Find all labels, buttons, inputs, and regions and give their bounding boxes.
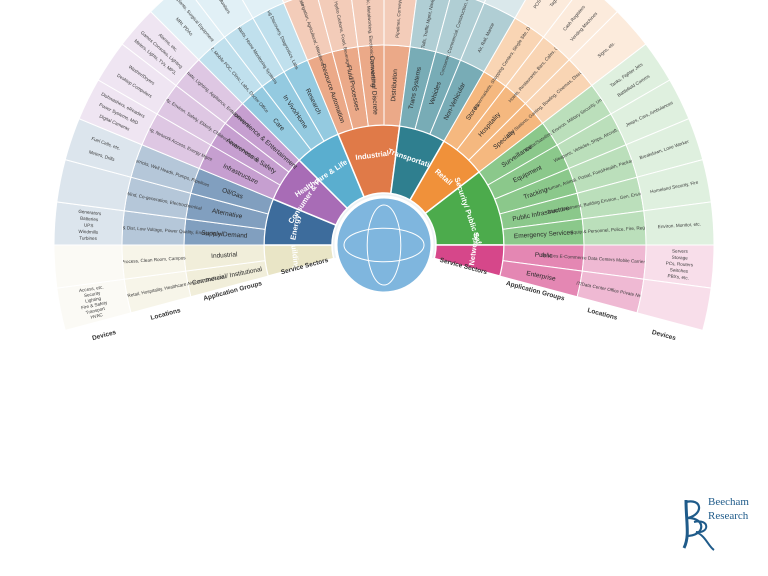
device-label: Servers	[672, 249, 689, 254]
group-label: Public	[535, 252, 554, 260]
device-band	[281, 0, 293, 4]
group-label: Distribution	[390, 69, 399, 102]
device-band	[636, 278, 712, 332]
device-label: Generators	[78, 209, 102, 217]
device-label: Tags	[549, 0, 559, 8]
device-label: Turbines	[79, 236, 98, 241]
ring-header-left: Devices	[91, 329, 117, 342]
device-label: Storage	[672, 255, 689, 261]
group-label: Converting/ Discrete	[368, 56, 379, 116]
device-label: Environ. Monitor, etc.	[658, 221, 701, 229]
globe-ring	[343, 227, 425, 263]
location-label: Equip & Personnel, Police, Fire, Regulat…	[570, 224, 659, 235]
logo-line-1: Beecham	[708, 496, 749, 508]
device-label: Security	[84, 290, 102, 298]
device-label: PCs, Routers	[666, 261, 694, 268]
center-globe	[334, 195, 434, 295]
device-label: Fire & Safety	[81, 300, 109, 310]
group-label: Supply/Demand	[201, 230, 248, 240]
location-label: Process, Clean Room, Campus	[121, 255, 186, 264]
group-label: Emergency Services	[514, 229, 575, 240]
device-label: Batteries	[80, 216, 99, 223]
globe-meridian	[366, 204, 402, 286]
sector-label: Industrial	[355, 149, 390, 162]
sector-label: Buildings	[289, 239, 302, 274]
device-label: PBXs, etc.	[667, 273, 689, 280]
device-label: Transport	[85, 306, 106, 315]
device-label: Lighting	[85, 296, 102, 304]
ring-header-right: Devices	[651, 329, 677, 342]
location-label: Pipelines, Conveyance	[395, 0, 403, 38]
device-label: Switches	[670, 267, 689, 274]
device-label: HVAC	[90, 312, 104, 320]
group-label: Industrial	[211, 251, 238, 260]
beecham-logo	[682, 499, 715, 551]
ring-header-right: Locations	[587, 307, 619, 322]
device-label: Access, etc.	[79, 285, 104, 294]
device-label: UPS	[84, 223, 94, 229]
logo-line-2: Research	[708, 510, 749, 522]
device-label: Windmills	[78, 229, 99, 235]
ring-header-left: Locations	[150, 307, 182, 322]
